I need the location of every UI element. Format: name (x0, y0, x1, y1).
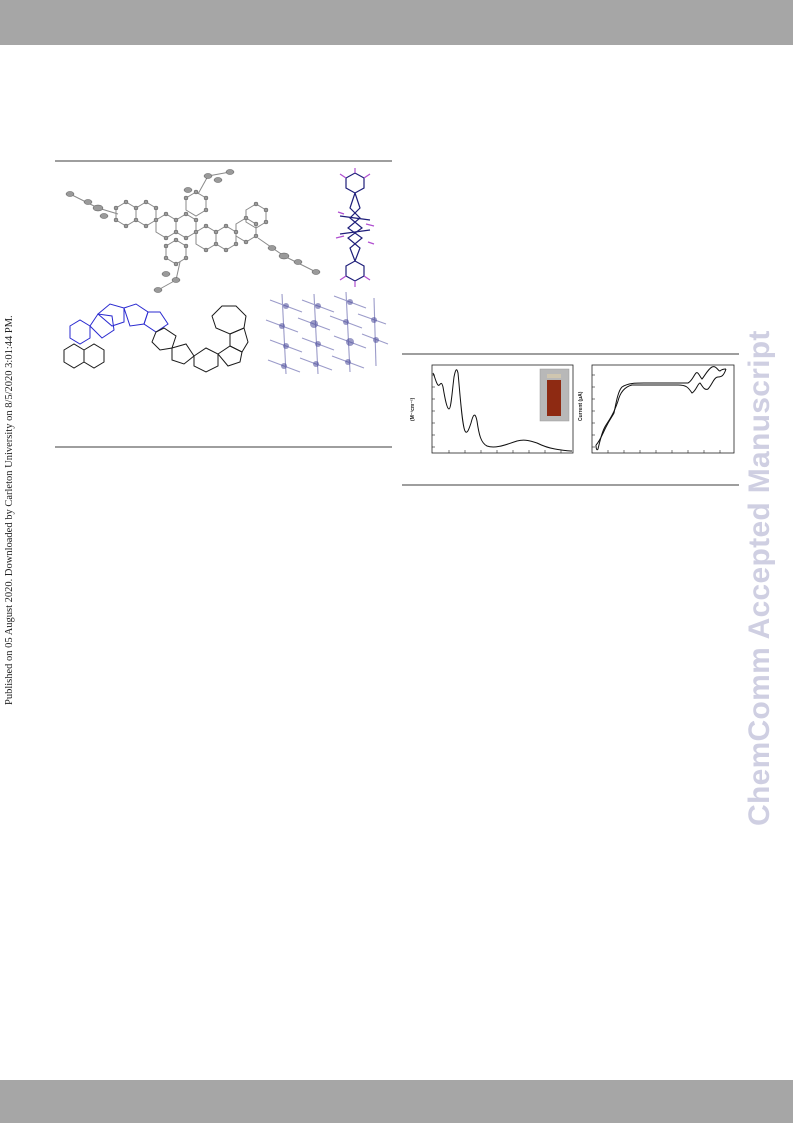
ortep-structure-image (65, 169, 321, 293)
accepted-manuscript-watermark: ChemComm Accepted Manuscript (743, 330, 776, 826)
absorption-spectrum-plot: (M⁻¹cm⁻¹) (410, 364, 574, 454)
figure2-bottom-rule (402, 484, 739, 486)
absorption-y-axis-label: (M⁻¹cm⁻¹) (410, 397, 416, 421)
publication-note: Published on 05 August 2020. Downloaded … (4, 315, 15, 705)
figure1-top-rule (55, 160, 392, 162)
cv-y-axis-label: Current (μA) (578, 391, 584, 421)
ring-schematic-image (63, 303, 249, 373)
footer-band (0, 1080, 793, 1123)
figure1-bottom-rule (55, 446, 392, 448)
stacking-side-view-image (335, 168, 375, 287)
crystal-packing-image (265, 291, 389, 375)
figure2-top-rule (402, 353, 739, 355)
cyclic-voltammogram-plot: Current (μA) (578, 364, 735, 454)
header-band (0, 0, 793, 45)
